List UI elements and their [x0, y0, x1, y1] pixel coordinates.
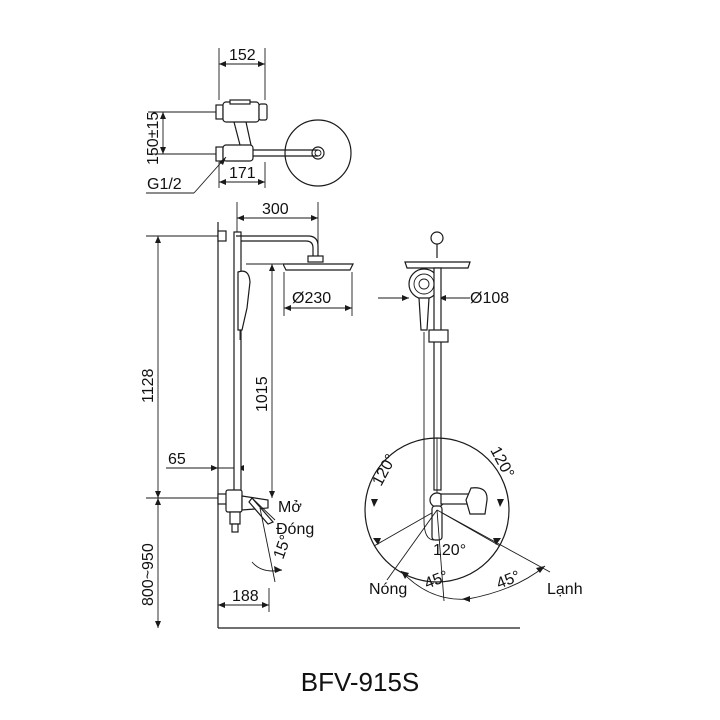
model-name: BFV-915S — [301, 667, 420, 697]
dim-1128: 1128 — [140, 368, 157, 403]
dim-108: Ø108 — [470, 290, 509, 307]
dim-65: 65 — [168, 451, 186, 468]
top-view: 152 150±15 171 G1/2 — [145, 47, 352, 194]
thread-label: G1/2 — [147, 176, 182, 193]
label-cold: Lạnh — [547, 581, 583, 598]
label-close: Đóng — [276, 521, 314, 538]
dim-1015: 1015 — [254, 376, 271, 412]
dim-300: 300 — [262, 201, 289, 218]
angle-bottom-120: 120° — [433, 542, 466, 559]
angle-cold-45: 45° — [494, 568, 523, 593]
angle-hot-45: 45° — [422, 568, 451, 593]
front-view: Ø108 120° 120° 120° 45° — [364, 231, 583, 602]
dim-188: 188 — [232, 588, 259, 605]
angle-left-120: 120° — [370, 452, 401, 489]
side-view: 1128 800~950 65 300 — [140, 201, 520, 629]
dim-152: 152 — [229, 47, 256, 64]
label-open: Mở — [278, 499, 302, 516]
label-hot: Nóng — [369, 581, 407, 598]
dim-171: 171 — [229, 165, 256, 182]
dim-800-950: 800~950 — [140, 543, 157, 606]
dim-230: Ø230 — [292, 290, 331, 307]
dim-150: 150±15 — [145, 112, 162, 165]
